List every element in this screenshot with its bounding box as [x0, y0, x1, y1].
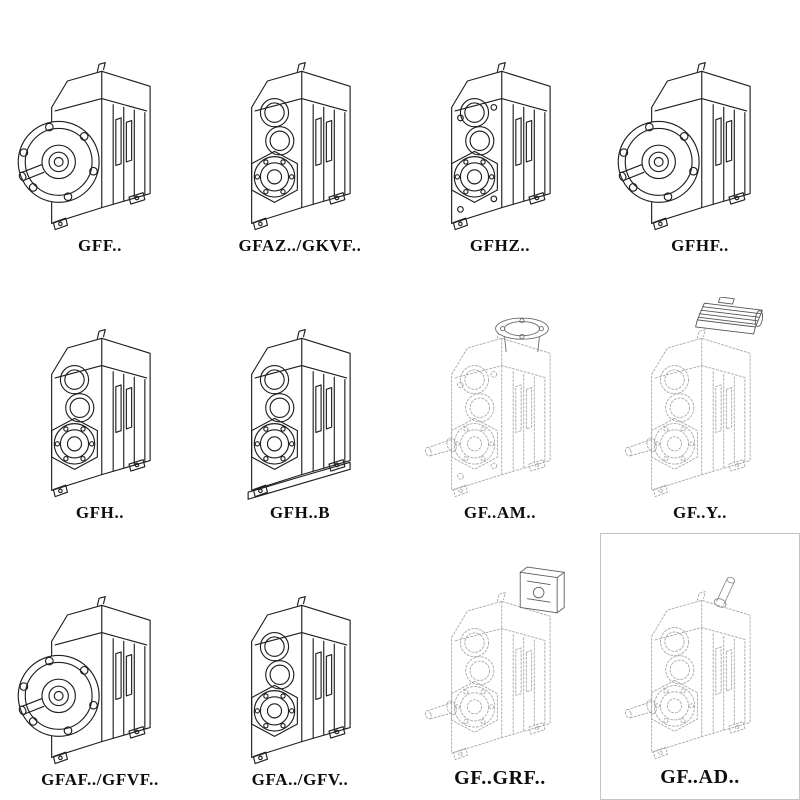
gearbox-drawing-adapter-box-icon — [423, 566, 565, 761]
gearbox-drawing-input-shaft-icon — [623, 575, 751, 760]
catalog-item: GF..AD.. — [600, 533, 800, 800]
catalog-item: GFA../GFV.. — [200, 533, 400, 800]
gearbox-drawing-flange-mounted-icon — [17, 62, 151, 231]
catalog-item: GFF.. — [0, 0, 200, 267]
model-label: GF..AD.. — [660, 765, 740, 788]
catalog-item: GFAZ../GKVF.. — [200, 0, 400, 267]
catalog-item: GFAF../GFVF.. — [0, 533, 200, 800]
catalog-item: GFHZ.. — [400, 0, 600, 267]
model-label: GFA../GFV.. — [251, 769, 349, 789]
model-label: GF..AM.. — [463, 502, 537, 522]
model-label: GFH..B — [269, 502, 331, 522]
model-label: GFH.. — [75, 502, 125, 522]
gearbox-drawing-shaft-variant-icon — [251, 595, 351, 764]
catalog-item: GF..GRF.. — [400, 533, 600, 800]
model-label: GFF.. — [78, 236, 122, 256]
model-label: GFHZ.. — [469, 236, 531, 256]
gearbox-drawing-with-motor-icon — [623, 296, 764, 497]
model-label: GF..Y.. — [673, 502, 727, 522]
model-label: GFAF../GFVF.. — [41, 769, 159, 789]
gearbox-drawing-motor-adapter-icon — [423, 317, 551, 497]
model-label: GFHF.. — [671, 236, 729, 256]
catalog-item: GFH..B — [200, 267, 400, 534]
gearbox-drawing-foot-mounted-icon — [247, 328, 351, 500]
catalog-item: GFH.. — [0, 267, 200, 534]
catalog-item: GF..Y.. — [600, 267, 800, 534]
gearbox-drawing-hollow-flange-icon — [617, 62, 751, 231]
catalog-item: GF..AM.. — [400, 267, 600, 534]
gearbox-drawing-shrink-disc-icon — [451, 62, 551, 231]
model-label: GF..GRF.. — [454, 766, 546, 789]
gearbox-drawing-hollow-keyed-icon — [51, 328, 151, 498]
gearbox-drawing-hollow-shaft-icon — [251, 62, 351, 231]
gearbox-drawing-flange-variant-icon — [17, 595, 151, 764]
model-label: GFAZ../GKVF.. — [238, 236, 362, 256]
catalog-item: GFHF.. — [600, 0, 800, 267]
